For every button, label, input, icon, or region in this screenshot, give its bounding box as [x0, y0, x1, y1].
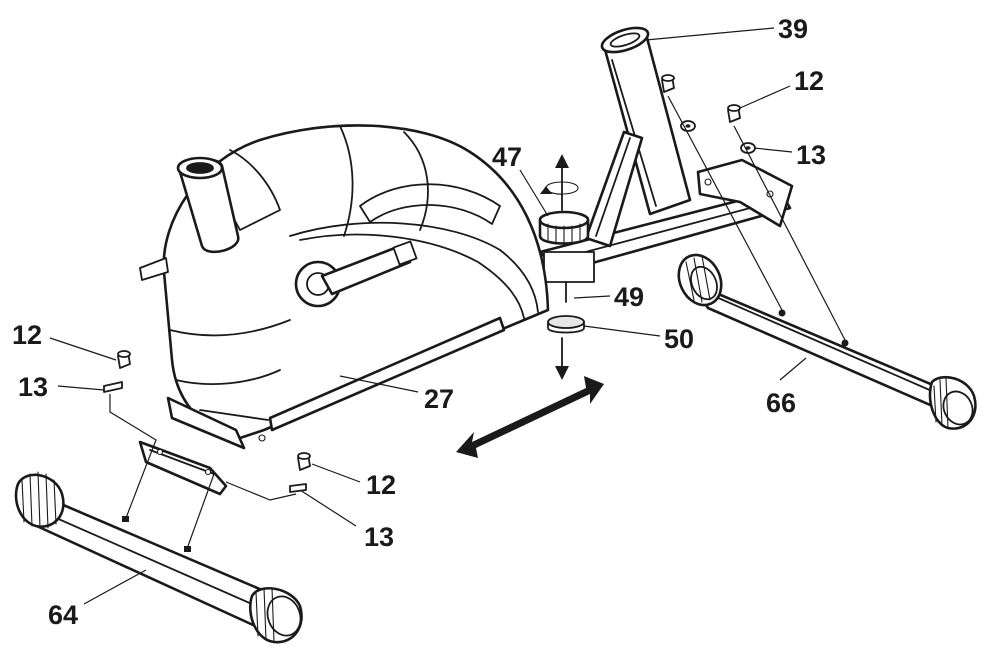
bolt-top-a	[661, 74, 675, 93]
seat-post-tube	[584, 26, 692, 248]
adjustment-knob-assembly	[538, 154, 595, 380]
washer-left	[103, 381, 123, 393]
callout-47: 47	[492, 142, 522, 172]
callout-12-left: 12	[12, 320, 42, 350]
callout-64: 64	[48, 600, 78, 630]
callout-66: 66	[766, 388, 796, 418]
washer-top-a	[680, 120, 696, 132]
callout-39: 39	[778, 14, 808, 44]
bolt-bottom	[297, 452, 311, 471]
callout-50: 50	[664, 324, 694, 354]
callout-13-left: 13	[18, 372, 48, 402]
bolt-top-b	[727, 104, 741, 123]
callout-13-bottom: 13	[364, 522, 394, 552]
flywheel-shroud	[138, 124, 550, 496]
callout-12-top: 12	[794, 66, 824, 96]
callout-49: 49	[614, 282, 644, 312]
callout-12-bottom: 12	[366, 470, 396, 500]
movement-double-arrow	[456, 376, 604, 458]
callout-leaders	[49, 27, 807, 605]
washer-bottom	[289, 483, 307, 493]
assembly-guide-lines	[109, 95, 846, 547]
front-stabilizer-tube	[14, 471, 303, 644]
callout-27: 27	[424, 384, 454, 414]
callout-13-top: 13	[796, 140, 826, 170]
rear-stabilizer-tube	[677, 253, 977, 430]
bolt-left	[117, 350, 131, 369]
